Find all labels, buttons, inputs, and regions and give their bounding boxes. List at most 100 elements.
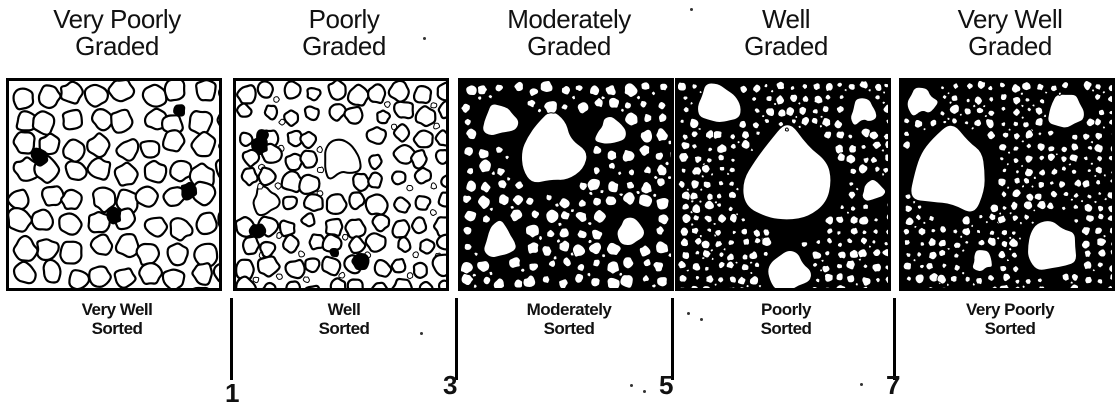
- grain-shape: [926, 263, 933, 270]
- grain-shape: [739, 121, 746, 129]
- grain-shape: [660, 83, 668, 91]
- grading-label: Poorly Graded: [233, 6, 455, 60]
- grain-shape: [285, 260, 304, 278]
- grain-shape: [1082, 180, 1090, 188]
- grain-shape: [915, 274, 924, 284]
- grain-shape: [1094, 200, 1098, 203]
- grain-shape: [303, 277, 309, 283]
- grain-shape: [710, 173, 713, 176]
- grain-shape: [60, 242, 81, 264]
- grain-shape: [398, 237, 410, 252]
- grain-shape: [467, 168, 474, 175]
- grain-shape: [1033, 209, 1036, 212]
- grain-shape: [801, 242, 807, 247]
- grain-shape: [116, 234, 138, 257]
- grain-shape: [32, 210, 53, 230]
- grain-shape: [283, 235, 298, 253]
- grain-shape: [816, 240, 820, 245]
- grain-shape: [641, 82, 650, 90]
- grain-shape: [392, 172, 405, 185]
- grain-shape: [966, 98, 970, 102]
- grain-shape: [14, 89, 34, 110]
- grain-shape: [539, 236, 543, 241]
- grain-shape: [719, 252, 724, 257]
- grain-shape: [971, 127, 974, 130]
- grain-shape: [717, 203, 722, 207]
- grain-shape: [189, 111, 212, 134]
- sorting-label: Moderately Sorted: [458, 300, 680, 338]
- grain-shape: [837, 82, 842, 87]
- grain-shape: [792, 119, 797, 124]
- grain-shape: [651, 91, 655, 96]
- grain-shape: [514, 279, 523, 288]
- grain-shape: [593, 259, 601, 267]
- grain-shape: [1071, 169, 1076, 174]
- grain-shape: [962, 228, 971, 236]
- grain-shape: [798, 125, 801, 128]
- grain-shape: [952, 118, 958, 124]
- grain-shape: [384, 102, 390, 108]
- scan-speck: [687, 312, 690, 315]
- scan-speck: [690, 8, 693, 11]
- grain-shape: [668, 253, 671, 258]
- grain-shape: [862, 230, 867, 235]
- grain-shape: [609, 97, 620, 108]
- grain-shape: [1007, 186, 1010, 189]
- grain-shape: [1083, 261, 1091, 270]
- grain-shape: [1001, 94, 1008, 101]
- grain-shape: [868, 89, 871, 92]
- grain-shape: [591, 278, 600, 287]
- grain-shape: [1092, 269, 1095, 272]
- grain-shape: [863, 157, 869, 163]
- grain-shape: [1021, 104, 1024, 108]
- grain-shape: [951, 95, 958, 101]
- grain-shape: [488, 95, 492, 99]
- grain-shape: [640, 100, 647, 108]
- grain-shape: [283, 197, 297, 209]
- grain-shape: [1000, 157, 1004, 161]
- grain-shape: [940, 226, 947, 233]
- grain-shape: [478, 96, 482, 100]
- grain-shape: [750, 148, 753, 151]
- grain-shape: [1022, 82, 1031, 91]
- grain-shape: [1025, 98, 1030, 102]
- grain-shape: [305, 259, 319, 273]
- scan-speck: [860, 383, 863, 386]
- grain-shape: [85, 85, 108, 107]
- grain-shape: [483, 276, 491, 285]
- grain-shape: [300, 132, 316, 148]
- grain-shape: [394, 102, 413, 118]
- grain-shape: [705, 267, 709, 272]
- grain-shape: [735, 261, 738, 264]
- scale-divider: [893, 298, 896, 380]
- grain-shape: [713, 131, 722, 140]
- grain-shape: [837, 153, 845, 161]
- grain-shape: [63, 140, 84, 162]
- grain-shape: [1021, 116, 1024, 119]
- grain-shape: [710, 249, 713, 253]
- grain-shape: [875, 166, 880, 172]
- grain-shape: [690, 118, 699, 128]
- grain-shape: [690, 102, 693, 105]
- grain-shape: [1102, 91, 1105, 94]
- grain-shape: [414, 263, 427, 278]
- grain-shape: [413, 252, 418, 258]
- grain-shape: [905, 194, 911, 199]
- grain-shape: [778, 109, 786, 117]
- grain-shape: [393, 220, 410, 237]
- grain-shape: [844, 89, 847, 92]
- grain-shape: [681, 142, 690, 150]
- grain-shape: [1021, 184, 1024, 188]
- grain-shape: [521, 268, 526, 272]
- grain-shape: [570, 209, 574, 213]
- grain-shape: [353, 174, 369, 191]
- grain-shape: [1080, 199, 1083, 202]
- grain-shape: [680, 119, 684, 123]
- scale-number: 3: [443, 370, 457, 401]
- grain-shape: [825, 251, 830, 256]
- grain-texture: [899, 78, 1115, 291]
- grain-shape: [1062, 206, 1066, 210]
- grain-shape: [657, 178, 666, 187]
- grain-shape: [883, 91, 886, 94]
- grain-shape: [863, 204, 868, 209]
